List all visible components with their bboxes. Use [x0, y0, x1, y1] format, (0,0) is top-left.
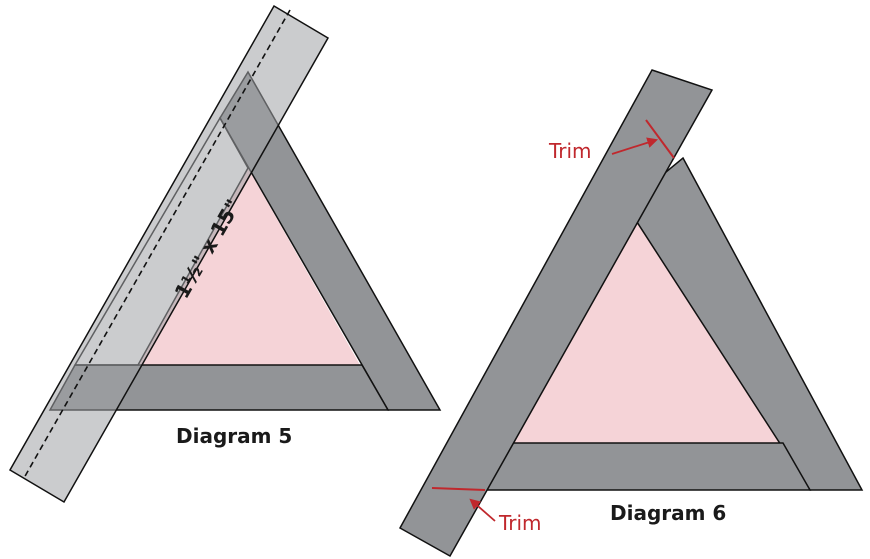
ruler-strip: [8, 4, 330, 504]
bottom-strip-6: [483, 442, 812, 491]
diagram-5-caption: Diagram 5: [176, 424, 292, 448]
trim-arrow-bottom: [469, 498, 496, 522]
trim-arrow-top: [611, 137, 659, 155]
diagram-6-caption: Diagram 6: [610, 501, 726, 525]
trim-label-bottom: Trim: [498, 511, 542, 535]
trim-line-top: [645, 119, 675, 159]
center-triangle-5: [138, 168, 360, 365]
diagram-5: 1½" x 15" Diagram 5: [8, 4, 442, 504]
center-triangle-6: [512, 205, 783, 443]
trim-line-bottom: [431, 487, 486, 491]
trim-label-top: Trim: [548, 139, 592, 163]
left-long-strip-6: [398, 69, 714, 558]
diagram-6: Trim Trim Diagram 6: [398, 69, 864, 558]
